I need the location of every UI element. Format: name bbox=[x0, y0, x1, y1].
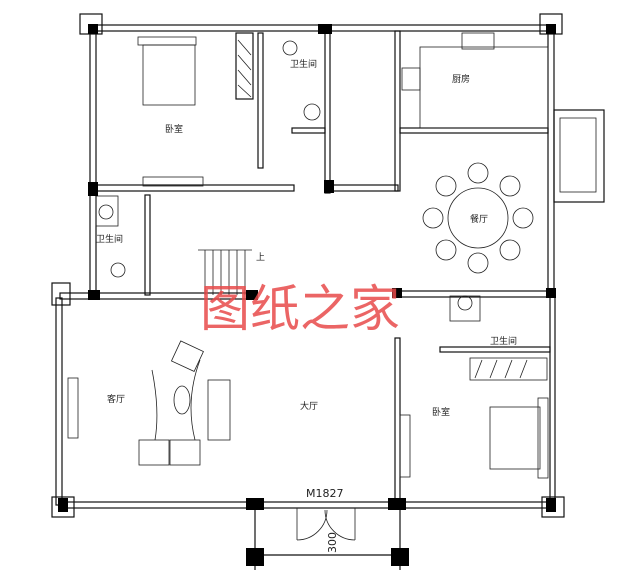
label-living: 客厅 bbox=[107, 393, 125, 405]
label-bedroom-right: 卧室 bbox=[432, 406, 450, 418]
stairs bbox=[198, 249, 252, 295]
watermark: 图纸之家 bbox=[200, 280, 400, 338]
columns bbox=[58, 24, 556, 566]
label-dining: 餐厅 bbox=[470, 213, 488, 225]
label-kitchen: 厨房 bbox=[452, 73, 470, 85]
door-label: M1827 bbox=[306, 487, 344, 500]
label-bedroom-top: 卧室 bbox=[165, 123, 183, 135]
dining-table bbox=[422, 162, 534, 274]
dimension-label: 300 bbox=[326, 532, 339, 553]
label-bathroom-left: 卫生间 bbox=[96, 233, 123, 245]
label-bathroom-top: 卫生间 bbox=[290, 58, 317, 70]
furniture bbox=[137, 36, 534, 466]
label-bathroom-right: 卫生间 bbox=[490, 335, 517, 347]
label-stairs-up: 上 bbox=[256, 252, 265, 263]
bed-top bbox=[137, 36, 197, 106]
room-labels: 卧室 卫生间 厨房 餐厅 卫生间 上 客厅 大厅 卫生间 卧室 M1827 30… bbox=[96, 58, 517, 553]
sofa-set bbox=[138, 340, 231, 466]
label-hall: 大厅 bbox=[300, 400, 318, 412]
